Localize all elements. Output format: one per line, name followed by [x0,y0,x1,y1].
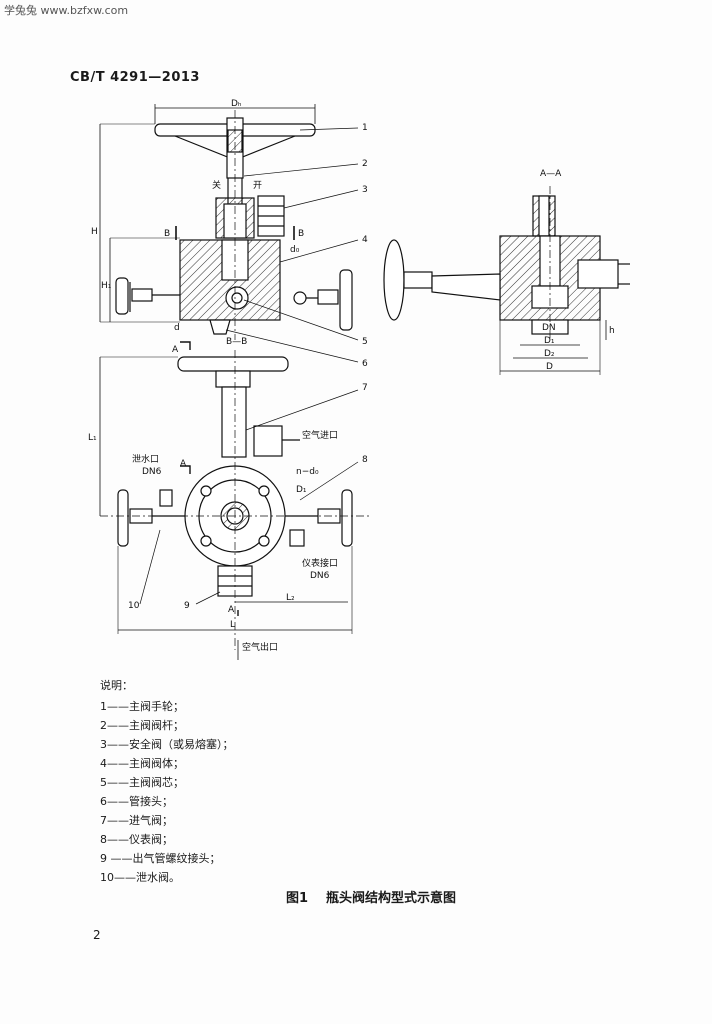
legend-item: 5——主阀阀芯； [100,776,184,789]
callout-4: 4 [362,235,368,245]
dim-d-aa: D [546,362,553,372]
figure-number: 图1 [286,891,309,906]
dim-d: d [174,323,180,333]
dim-l: L [230,620,235,630]
section-a-bottom: A [228,605,235,615]
dim-h1: H₁ [101,281,112,291]
section-b-right: B [298,229,304,239]
dim-d0: d₀ [290,245,300,255]
label-kai: 开 [253,180,262,191]
legend-title: 说明： [100,679,133,692]
label-gauge-dn: DN6 [310,571,330,581]
dim-l1: L₁ [88,433,97,443]
callout-1: 1 [362,123,368,133]
section-bb [99,341,370,660]
dim-l2: L₂ [286,593,295,603]
section-aa-title: A—A [540,169,562,179]
callout-3: 3 [362,185,368,195]
legend-item: 6——管接头； [100,795,173,808]
legend-item: 2——主阀阀杆； [100,719,184,732]
legend-item: 7——进气阀； [100,814,173,827]
top-view-labels: Dₕ H H₁ 关 开 B B d₀ d 1 2 3 4 5 6 [91,99,368,369]
legend-item: 10——泄水阀。 [100,871,180,884]
callout-7: 7 [362,383,368,393]
section-b-left: B [164,229,170,239]
section-a-mid: A [180,459,187,469]
legend-item: 9 ——出气管螺纹接头； [100,852,221,865]
dim-d1-bb: D₁ [296,485,307,495]
standard-code: CB/T 4291—2013 [70,70,200,85]
section-aa-labels: A—A DN D₁ D₂ D h [540,169,615,372]
section-bb-labels: B—B A A A L₁ L₂ L n−d₀ D₁ 空气进口 泄水口 DN6 仪… [88,337,368,653]
page-number: 2 [93,928,101,942]
dim-h: H [91,227,98,237]
section-a-top: A [172,345,179,355]
section-aa [383,186,630,375]
label-air-out: 空气出口 [242,641,278,653]
legend-item: 4——主阀阀体； [100,757,184,770]
legend-item: 1——主阀手轮； [100,700,184,713]
callout-6: 6 [362,359,368,369]
dim-n-d0: n−d₀ [296,467,319,477]
figure-title: 瓶头阀结构型式示意图 [326,891,457,906]
callout-10: 10 [128,601,140,611]
callout-5: 5 [362,337,368,347]
label-drain: 泄水口 [132,453,159,465]
section-bb-title: B—B [226,337,247,347]
watermark: 学兔兔 www.bzfxw.com [4,4,129,17]
label-air-in: 空气进口 [302,429,338,441]
legend: 说明： 1——主阀手轮； 2——主阀阀杆； 3——安全阀（或易熔塞）； 4——主… [100,676,234,887]
callout-2: 2 [362,159,368,169]
callout-8: 8 [362,455,368,465]
callout-9: 9 [184,601,190,611]
legend-item: 3——安全阀（或易熔塞）； [100,738,234,751]
dim-d1-aa: D₁ [544,336,555,346]
label-drain-dn: DN6 [142,467,162,477]
top-view [99,104,359,363]
dim-dn: DN [542,323,556,333]
figure-caption: 图1 瓶头阀结构型式示意图 [286,887,456,906]
legend-item: 8——仪表阀； [100,833,173,846]
dim-d2-aa: D₂ [544,349,555,359]
dim-dh: Dₕ [231,99,242,109]
label-gauge: 仪表接口 [302,557,338,569]
label-guan: 关 [212,179,221,191]
dim-h-aa: h [609,326,615,336]
